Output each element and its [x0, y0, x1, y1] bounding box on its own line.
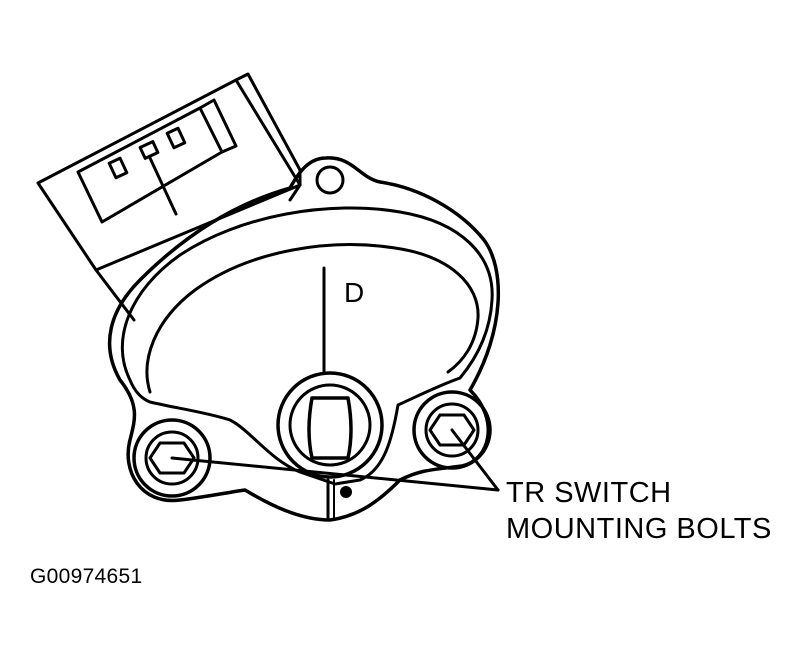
- switch-body-outline: [107, 156, 501, 522]
- shaft-slot: [307, 396, 353, 460]
- inner-gasket-outline: [120, 206, 494, 486]
- top-mount-hole: [315, 165, 345, 195]
- position-mark-label: D: [344, 277, 364, 308]
- alignment-dot: [340, 486, 352, 498]
- connector-lead: [148, 156, 178, 216]
- connector-housing: [36, 72, 302, 322]
- connector-outline: [36, 78, 302, 272]
- left-mounting-bolt: [132, 418, 212, 498]
- inner-contour: [145, 243, 480, 394]
- connector-terminal-1: [107, 156, 129, 180]
- right-bolt-boss: [412, 390, 492, 470]
- shaft-boss-inner: [288, 383, 372, 467]
- connector-outline-back: [234, 72, 302, 187]
- left-bolt-boss: [132, 418, 212, 498]
- shaft-boss: [276, 371, 384, 479]
- shaft-boss-outer: [276, 371, 384, 479]
- left-bolt-washer: [144, 430, 200, 486]
- left-bolt-hex-head: [148, 441, 196, 475]
- connector-neck: [94, 183, 302, 322]
- connector-inner-rib: [198, 98, 238, 154]
- callout-label-line-1: TR SWITCH: [506, 477, 672, 509]
- connector-terminal-2: [138, 140, 160, 160]
- callout-leader-left: [170, 456, 500, 492]
- callout-label-line-2: MOUNTING BOLTS: [506, 513, 772, 545]
- callout-leader-right: [450, 428, 500, 492]
- connector-terminal-3: [165, 126, 187, 150]
- figure-id-label: G00974651: [30, 565, 143, 588]
- right-bolt-washer: [424, 402, 480, 458]
